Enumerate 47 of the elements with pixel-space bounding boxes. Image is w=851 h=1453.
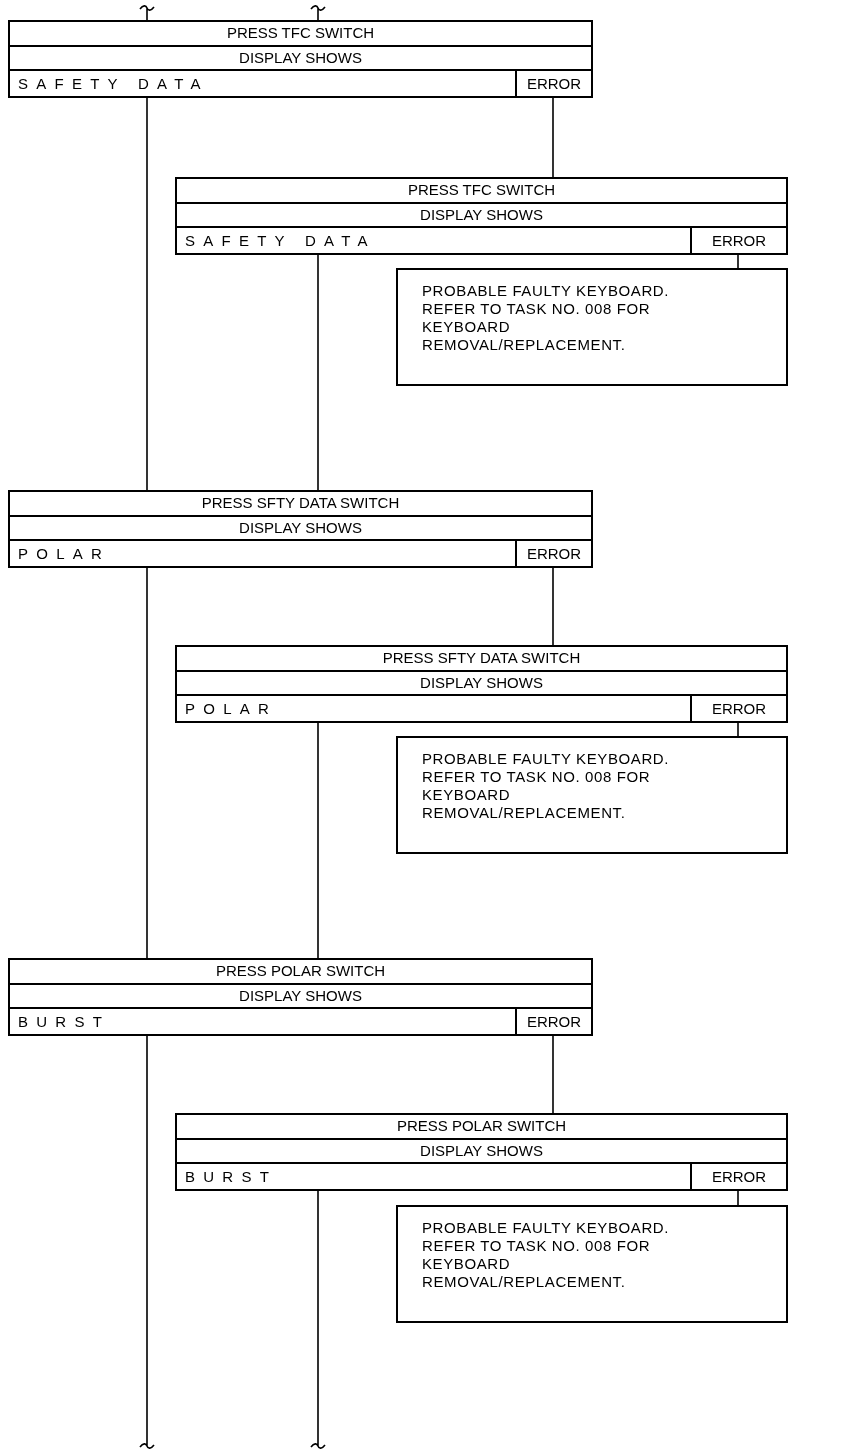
step-table (175, 1113, 788, 1191)
result-cell: SAFETY DATA (10, 71, 515, 97)
connector-line (139, 1034, 155, 1449)
connector-line (146, 96, 148, 492)
result-cell: POLAR (177, 696, 690, 722)
display-cell: DISPLAY SHOWS (177, 671, 786, 696)
connector-line (310, 5, 326, 22)
result-cell: POLAR (10, 541, 515, 567)
step-table (175, 177, 788, 255)
connector-line (146, 566, 148, 960)
step-table (8, 958, 593, 1036)
step-table (175, 645, 788, 723)
action-cell: PRESS TFC SWITCH (177, 179, 786, 204)
note-box: PROBABLE FAULTY KEYBOARD. REFER TO TASK NO. 008 FOR KEYBOARD REMOVAL/REPLACEMENT. (396, 268, 788, 386)
connector-line (552, 566, 554, 647)
action-cell: PRESS POLAR SWITCH (177, 1115, 786, 1140)
action-cell: PRESS POLAR SWITCH (10, 960, 591, 985)
result-cell: BURST (10, 1009, 515, 1035)
error-cell: ERROR (690, 228, 786, 254)
connector-line (737, 721, 739, 738)
display-cell: DISPLAY SHOWS (10, 46, 591, 71)
result-cell: BURST (177, 1164, 690, 1190)
step-table (8, 490, 593, 568)
display-cell: DISPLAY SHOWS (177, 1139, 786, 1164)
error-cell: ERROR (515, 1009, 591, 1035)
display-cell: DISPLAY SHOWS (177, 203, 786, 228)
display-cell: DISPLAY SHOWS (10, 984, 591, 1009)
action-cell: PRESS SFTY DATA SWITCH (177, 647, 786, 672)
connector-line (139, 5, 155, 22)
step-table (8, 20, 593, 98)
connector-line (552, 1034, 554, 1115)
connector-line (317, 253, 319, 492)
action-cell: PRESS SFTY DATA SWITCH (10, 492, 591, 517)
error-cell: ERROR (690, 1164, 786, 1190)
error-cell: ERROR (515, 541, 591, 567)
connector-line (737, 253, 739, 270)
note-box: PROBABLE FAULTY KEYBOARD. REFER TO TASK NO. 008 FOR KEYBOARD REMOVAL/REPLACEMENT. (396, 1205, 788, 1323)
error-cell: ERROR (515, 71, 591, 97)
note-box: PROBABLE FAULTY KEYBOARD. REFER TO TASK NO. 008 FOR KEYBOARD REMOVAL/REPLACEMENT. (396, 736, 788, 854)
connector-line (310, 1189, 326, 1449)
connector-line (737, 1189, 739, 1207)
error-cell: ERROR (690, 696, 786, 722)
connector-line (317, 721, 319, 960)
result-cell: SAFETY DATA (177, 228, 690, 254)
action-cell: PRESS TFC SWITCH (10, 22, 591, 47)
connector-line (552, 96, 554, 179)
display-cell: DISPLAY SHOWS (10, 516, 591, 541)
